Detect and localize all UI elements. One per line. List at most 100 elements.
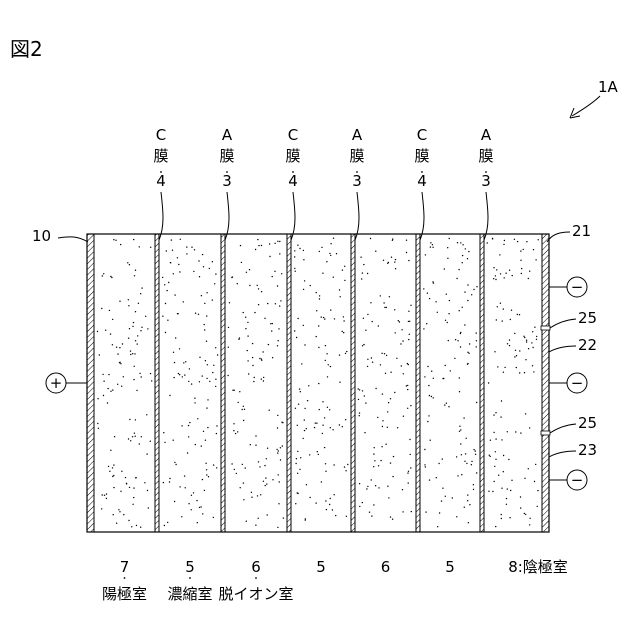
fill-dot bbox=[393, 456, 394, 457]
fill-dot bbox=[164, 442, 165, 443]
fill-dot bbox=[150, 441, 151, 442]
chamber-ref-number: 5 bbox=[445, 558, 455, 576]
fill-dot bbox=[374, 460, 375, 461]
fill-dot bbox=[216, 425, 217, 426]
fill-dot bbox=[215, 379, 216, 380]
fill-dot bbox=[401, 329, 402, 330]
fill-dot bbox=[174, 462, 175, 463]
fill-dot bbox=[135, 419, 136, 420]
fill-dot bbox=[300, 457, 301, 458]
fill-dot bbox=[197, 418, 198, 419]
fill-dot bbox=[488, 382, 489, 383]
fill-dot bbox=[396, 358, 397, 359]
fill-dot bbox=[299, 469, 300, 470]
chamber-ref-number: 7 bbox=[120, 558, 130, 576]
fill-dot bbox=[308, 385, 309, 386]
fill-dot bbox=[164, 525, 165, 526]
membrane-type-label: A bbox=[222, 126, 233, 144]
fill-dot bbox=[166, 250, 167, 251]
fill-dot bbox=[362, 272, 363, 273]
fill-dot bbox=[360, 257, 361, 258]
fill-dot bbox=[267, 303, 268, 304]
fill-dot bbox=[201, 295, 202, 296]
fill-dot bbox=[534, 327, 535, 328]
fill-dot bbox=[378, 487, 379, 488]
fill-dot bbox=[303, 325, 304, 326]
fill-dot bbox=[339, 382, 340, 383]
fill-dot bbox=[490, 456, 491, 457]
fill-dot bbox=[247, 335, 248, 336]
fill-dot bbox=[274, 271, 275, 272]
fill-dot bbox=[382, 393, 383, 394]
fill-dot bbox=[207, 427, 208, 428]
fill-dot bbox=[501, 439, 502, 440]
fill-dot bbox=[469, 343, 470, 344]
fill-dot bbox=[534, 481, 535, 482]
gap-upper-leader bbox=[550, 319, 576, 328]
fill-dot bbox=[135, 270, 136, 271]
fill-dot bbox=[209, 381, 210, 382]
fill-dot bbox=[383, 260, 384, 261]
fill-dot bbox=[526, 341, 527, 342]
fill-dot bbox=[184, 374, 185, 375]
fill-dot bbox=[403, 373, 404, 374]
membrane-leader-line bbox=[420, 192, 424, 240]
fill-dot bbox=[332, 509, 333, 510]
fill-dot bbox=[252, 365, 253, 366]
fill-dot bbox=[468, 353, 469, 354]
anode-plate bbox=[87, 234, 94, 532]
fill-dot bbox=[462, 307, 463, 308]
fill-dot bbox=[505, 273, 506, 274]
fill-dot bbox=[304, 419, 305, 420]
membrane-6 bbox=[480, 234, 484, 532]
membrane-leader-line bbox=[159, 192, 163, 240]
fill-dot bbox=[204, 303, 205, 304]
fill-dot bbox=[456, 456, 457, 457]
fill-dot bbox=[384, 307, 385, 308]
fill-dot bbox=[324, 318, 325, 319]
fill-dot bbox=[489, 455, 490, 456]
ref-dot bbox=[189, 577, 191, 579]
fill-dot bbox=[387, 411, 388, 412]
fill-dot bbox=[514, 239, 515, 240]
fill-dot bbox=[468, 522, 469, 523]
fill-dot bbox=[255, 525, 256, 526]
fill-dot bbox=[278, 340, 279, 341]
fill-dot bbox=[297, 473, 298, 474]
fill-dot bbox=[504, 240, 505, 241]
fill-dot bbox=[314, 427, 315, 428]
fill-dot bbox=[445, 320, 446, 321]
cathode-plate-leader bbox=[547, 232, 570, 242]
fill-dot bbox=[402, 511, 403, 512]
fill-dot bbox=[304, 280, 305, 281]
fill-dot bbox=[202, 479, 203, 480]
fill-dot bbox=[385, 373, 386, 374]
fill-dot bbox=[197, 522, 198, 523]
fill-dot bbox=[101, 308, 102, 309]
fill-dot bbox=[146, 414, 147, 415]
fill-dot bbox=[148, 507, 149, 508]
fill-dot bbox=[497, 306, 498, 307]
fill-dot bbox=[358, 388, 359, 389]
fill-dot bbox=[315, 422, 316, 423]
fill-dot bbox=[536, 339, 537, 340]
fill-dot bbox=[334, 318, 335, 319]
fill-dot bbox=[137, 343, 138, 344]
fill-dot bbox=[406, 240, 407, 241]
fill-dot bbox=[213, 517, 214, 518]
fill-dot bbox=[394, 261, 395, 262]
fill-dot bbox=[135, 340, 136, 341]
fill-dot bbox=[119, 362, 120, 363]
fill-dot bbox=[235, 433, 236, 434]
fill-dot bbox=[467, 352, 468, 353]
fill-dot bbox=[514, 333, 515, 334]
fill-dot bbox=[371, 357, 372, 358]
fill-dot bbox=[237, 283, 238, 284]
fill-dot bbox=[535, 259, 536, 260]
fill-dot bbox=[99, 354, 100, 355]
fill-dot bbox=[500, 303, 501, 304]
fill-dot bbox=[501, 514, 502, 515]
fill-dot bbox=[128, 299, 129, 300]
fill-dot bbox=[297, 425, 298, 426]
fill-dot bbox=[459, 377, 460, 378]
